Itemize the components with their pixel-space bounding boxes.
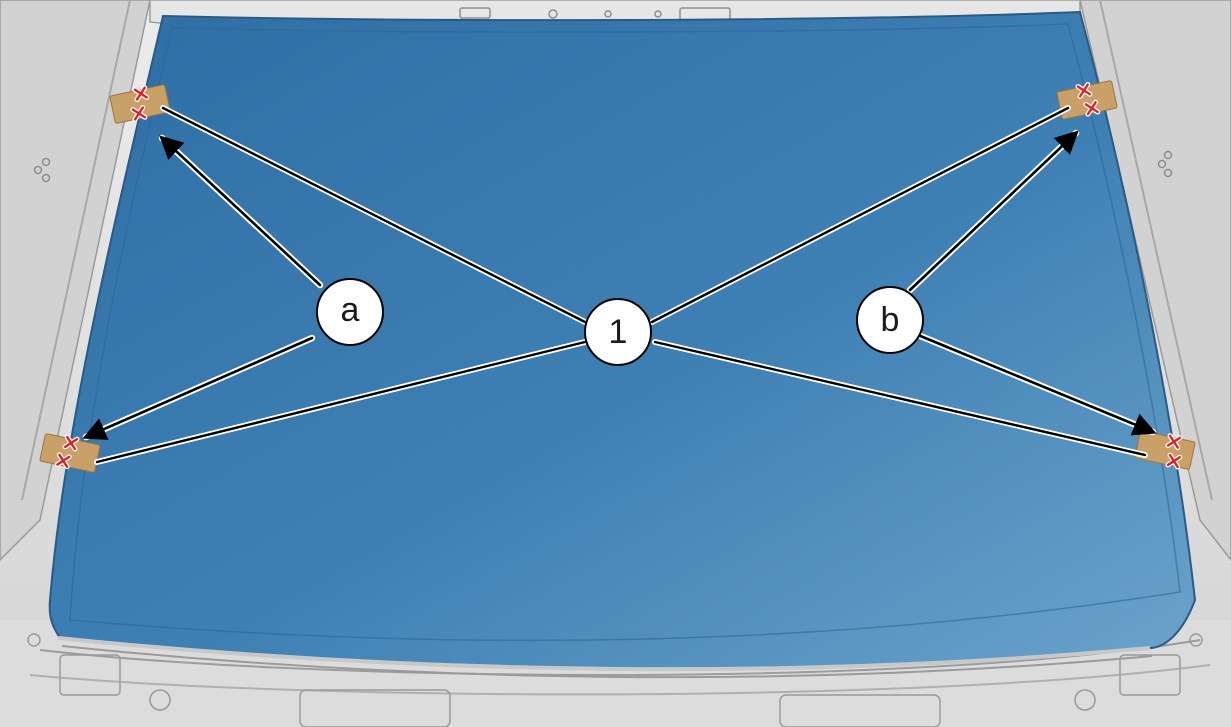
callout-a: a [316,278,384,346]
leader-lines-part-1 [94,105,1148,465]
arrow-b-bottom [916,333,1157,436]
leader-line-1-top-right [650,106,1070,324]
tape-with-cross-icon [1056,80,1118,120]
arrow-b-top [908,130,1079,292]
arrows-location-b [906,129,1157,436]
tape-marker-bottom-right [1134,430,1196,470]
tape-with-cross-icon [109,84,171,124]
tape-marker-top-right [1056,80,1118,120]
leader-line-1-bottom-left [95,340,587,464]
leader-line-1-top-left [161,106,587,324]
callout-1-label: 1 [609,313,628,351]
tape-with-cross-icon [1134,430,1196,470]
callout-a-label: a [341,291,360,329]
tape-marker-top-left [109,84,171,124]
callout-b: b [856,286,924,354]
arrows-location-a [82,134,324,441]
leader-line-1-bottom-right [653,340,1147,457]
arrow-a-bottom [82,336,314,440]
callout-b-label: b [881,301,900,339]
tape-marker-bottom-left [39,433,101,473]
tape-with-cross-icon [39,433,101,473]
callout-1: 1 [584,298,652,366]
arrow-a-top [159,135,322,287]
